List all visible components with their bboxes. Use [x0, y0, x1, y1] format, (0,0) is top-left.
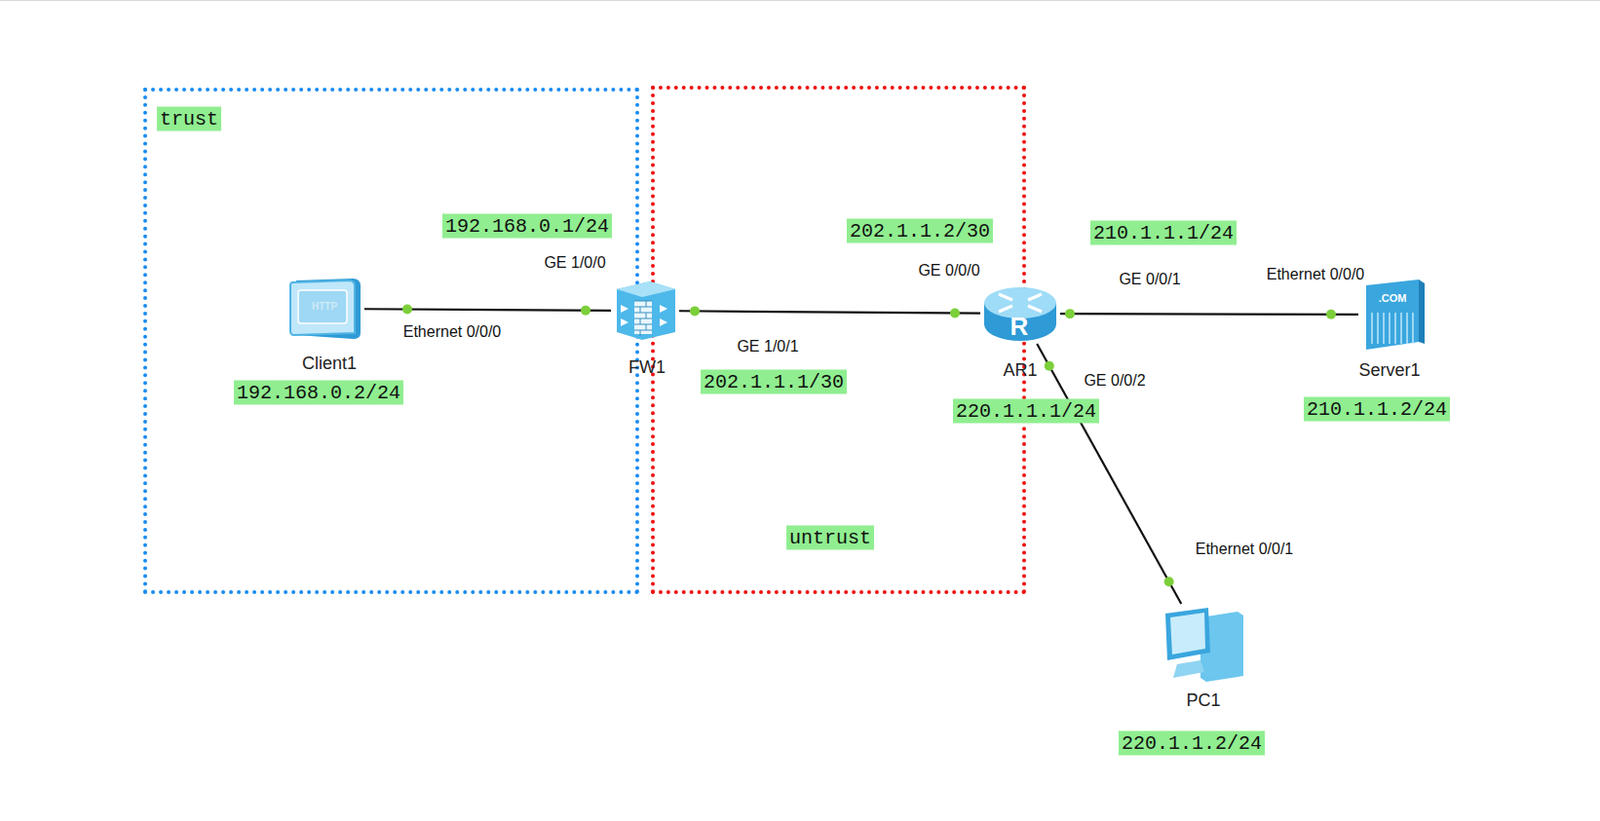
link-line	[364, 308, 611, 311]
router-arrow	[1028, 294, 1042, 301]
link-group	[364, 304, 611, 316]
server-slot	[1371, 312, 1373, 344]
zone-label: trust	[156, 107, 222, 132]
interface-ip: 202.1.1.1/30	[700, 370, 847, 395]
interface-ip: 210.1.1.1/24	[1090, 221, 1237, 246]
link-group	[1036, 343, 1181, 605]
port-dot	[580, 305, 591, 316]
interface-name: GE 0/0/1	[1118, 270, 1181, 289]
brick-line	[634, 312, 652, 314]
brick-line	[640, 306, 642, 313]
icon-text: R	[1010, 311, 1029, 343]
firewall-arrow	[659, 304, 668, 313]
pc-device: PC1220.1.1.2/24	[1161, 604, 1246, 685]
security-zone: trustHTTPClient1192.168.0.2/24	[143, 87, 640, 595]
firewall-body	[616, 281, 676, 341]
interface-name: GE 1/0/0	[543, 254, 606, 272]
firewall-arrow	[659, 318, 668, 327]
pc-screen	[1170, 612, 1206, 655]
ip-address: 220.1.1.2/24	[1118, 731, 1265, 757]
server-side	[1366, 279, 1425, 344]
router-arrow	[1028, 305, 1042, 312]
server-icon	[1358, 277, 1427, 352]
firewall-wall	[634, 301, 652, 335]
firewall-arrow	[620, 304, 629, 313]
pc-monitor	[1165, 608, 1211, 661]
server-slot	[1400, 312, 1403, 344]
server-body	[1366, 279, 1419, 350]
link-line	[1060, 312, 1359, 316]
ip-address: 210.1.1.2/24	[1303, 397, 1450, 422]
pc-base	[1173, 660, 1205, 679]
interface-name: Ethernet 0/0/0	[403, 323, 502, 342]
link-group	[679, 305, 981, 318]
brick-line	[640, 330, 642, 337]
link-line	[1036, 343, 1181, 605]
fw-icon	[610, 279, 680, 343]
link-line	[679, 310, 981, 313]
device-name: FW1	[628, 357, 666, 379]
ip-address: 192.168.0.2/24	[233, 380, 404, 406]
port-dot	[1065, 308, 1075, 319]
fw-device: FW1	[610, 279, 680, 343]
server-slot	[1394, 312, 1397, 344]
top-rule	[0, 0, 1600, 1]
brick-line	[646, 312, 648, 319]
router-arrow	[998, 294, 1013, 301]
icon-text: .COM	[1378, 292, 1408, 305]
device-name: Server1	[1358, 360, 1420, 381]
server-slot	[1388, 312, 1391, 344]
brick-line	[634, 324, 652, 326]
router-device: RAR1	[980, 283, 1061, 344]
interface-name: GE 0/0/0	[917, 262, 980, 280]
icon-text: HTTP	[311, 301, 338, 312]
client-device: HTTPClient1192.168.0.2/24	[288, 276, 365, 342]
security-zone: untrust	[650, 85, 1027, 595]
port-dot	[402, 304, 413, 315]
server-device: .COMServer1210.1.1.2/24	[1358, 277, 1427, 352]
interface-name: GE 1/0/1	[736, 338, 799, 356]
interface-ip: 202.1.1.2/30	[846, 219, 993, 244]
port-dot	[1044, 361, 1055, 372]
server-slot	[1382, 312, 1385, 344]
brick-line	[634, 318, 652, 320]
server-slot	[1411, 312, 1414, 344]
port-dot	[689, 305, 700, 316]
client-face	[290, 280, 355, 336]
interface-name: Ethernet 0/0/0	[1266, 266, 1366, 284]
router-arrow	[998, 305, 1013, 312]
device-name: PC1	[1185, 690, 1220, 712]
zone-label: untrust	[786, 526, 875, 551]
link-group	[1060, 308, 1359, 320]
interface-ip: 220.1.1.1/24	[952, 399, 1100, 424]
port-dot	[950, 307, 960, 318]
brick-line	[646, 324, 648, 331]
pc-icon	[1161, 604, 1246, 685]
client-screen	[298, 290, 347, 324]
brick-line	[634, 306, 652, 308]
port-dot	[1326, 309, 1336, 320]
device-name: AR1	[1002, 360, 1037, 381]
device-name: Client1	[302, 353, 357, 375]
brick-line	[634, 301, 652, 303]
firewall-top	[616, 281, 676, 298]
brick-line	[646, 301, 648, 307]
interface-ip: 192.168.0.1/24	[442, 214, 612, 239]
interface-name: Ethernet 0/0/1	[1195, 540, 1295, 559]
brick-line	[640, 318, 642, 325]
server-slot	[1376, 312, 1379, 344]
server-slot	[1406, 312, 1409, 344]
brick-line	[634, 330, 652, 332]
firewall-arrow	[620, 318, 629, 327]
port-dot	[1164, 576, 1175, 587]
interface-name: GE 0/0/2	[1083, 372, 1145, 390]
